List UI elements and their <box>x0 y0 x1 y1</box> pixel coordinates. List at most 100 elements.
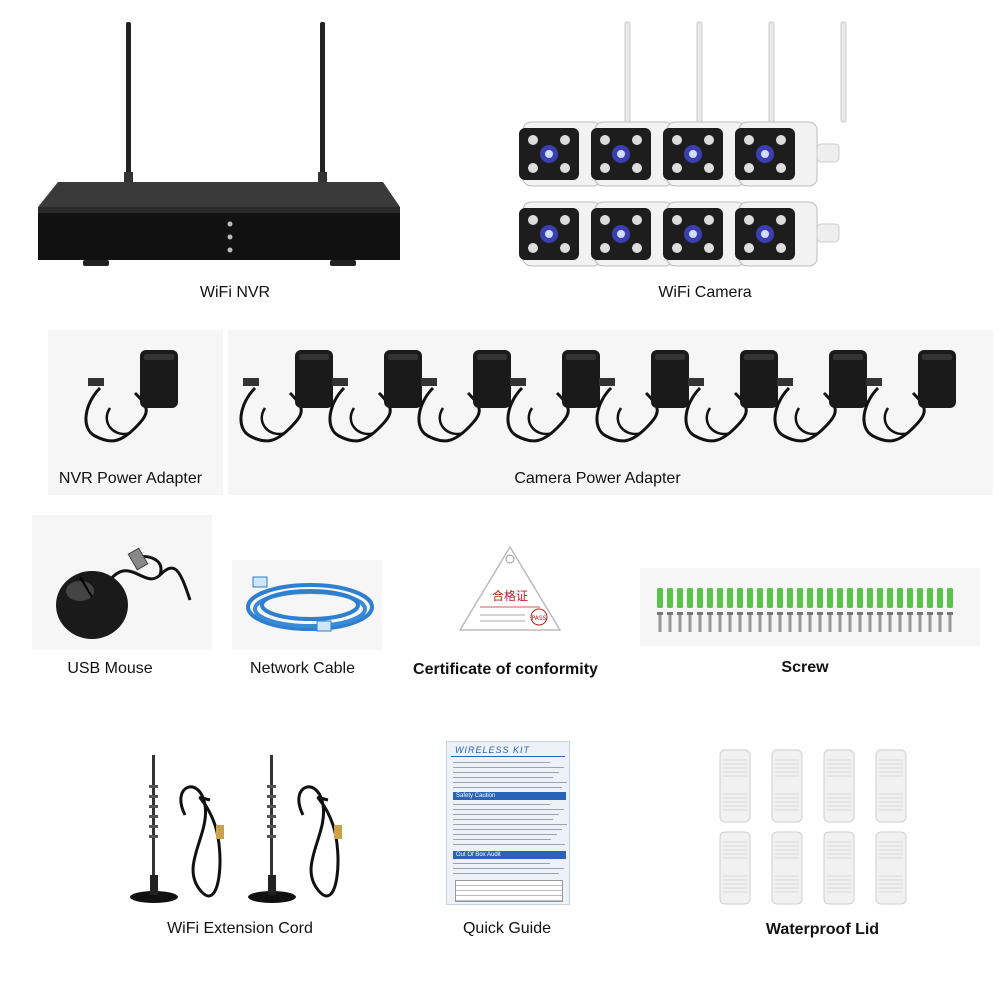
screw <box>948 614 952 632</box>
guide-text-line <box>453 782 568 783</box>
wall-anchor <box>867 588 873 608</box>
quick-guide-booklet: WIRELESS KIT Safety Caution Out Of Box A… <box>446 741 570 905</box>
camera-power-adapter <box>595 350 689 443</box>
wall-anchor <box>717 588 723 608</box>
screw <box>798 614 802 632</box>
camera-unit <box>591 201 674 267</box>
nvr-power-adapter <box>84 350 178 443</box>
camera-power-adapter-image <box>239 350 956 443</box>
guide-text-line <box>453 834 557 835</box>
guide-text-line <box>453 863 551 864</box>
wall-anchor <box>917 588 923 608</box>
certificate-tag-image: 合格证 PASS <box>458 545 562 631</box>
wall-anchor <box>927 588 933 608</box>
screw <box>728 614 732 632</box>
certificate-tag-text: 合格证 <box>492 588 528 603</box>
wall-anchor <box>677 588 683 608</box>
screw <box>778 614 782 632</box>
screw <box>668 614 672 632</box>
screw <box>718 614 722 632</box>
waterproof-lid <box>771 831 803 905</box>
camera-power-adapter <box>684 350 778 443</box>
guide-text-line <box>453 777 554 778</box>
screw <box>658 614 662 632</box>
certificate-pass-stamp: PASS <box>532 615 547 622</box>
wall-anchor <box>837 588 843 608</box>
screw-label: Screw <box>781 659 829 676</box>
waterproof-lid <box>875 749 907 823</box>
screw <box>708 614 712 632</box>
camera-unit <box>663 201 746 267</box>
waterproof-lid <box>823 749 855 823</box>
screw <box>938 614 942 632</box>
guide-text-line <box>453 844 566 845</box>
screw <box>818 614 822 632</box>
camera-unit <box>735 21 847 187</box>
network-cable-label: Network Cable <box>250 660 355 677</box>
waterproof-lids-image <box>719 749 907 905</box>
screw <box>878 614 882 632</box>
wall-anchor <box>857 588 863 608</box>
screw <box>898 614 902 632</box>
screws-image <box>657 588 953 632</box>
wifi-extension-cord-image <box>130 755 342 903</box>
wall-anchor <box>947 588 953 608</box>
screw <box>838 614 842 632</box>
wall-anchor <box>657 588 663 608</box>
nvr-power-label: NVR Power Adapter <box>58 470 203 487</box>
wall-anchor <box>897 588 903 608</box>
camera-power-label: Camera Power Adapter <box>514 470 681 487</box>
screw <box>748 614 752 632</box>
screw <box>848 614 852 632</box>
screw <box>768 614 772 632</box>
nvr-image <box>38 22 400 266</box>
guide-text-line <box>453 804 551 805</box>
wall-anchor <box>827 588 833 608</box>
wall-anchor <box>757 588 763 608</box>
screw <box>928 614 932 632</box>
guide-text-line <box>453 772 559 773</box>
screw <box>698 614 702 632</box>
wall-anchor <box>767 588 773 608</box>
screw <box>808 614 812 632</box>
wifi-cord-label: WiFi Extension Cord <box>167 920 313 937</box>
waterproof-lid <box>771 749 803 823</box>
usb-mouse-image <box>56 547 192 639</box>
guide-text-line <box>453 824 568 825</box>
wall-anchor <box>797 588 803 608</box>
camera-unit <box>519 21 631 187</box>
nvr-power-panel <box>48 330 223 495</box>
camera-power-adapter <box>773 350 867 443</box>
guide-text-line <box>453 809 565 810</box>
guide-text-line <box>453 814 559 815</box>
guide-section-audit: Out Of Box Audit <box>453 851 566 859</box>
wall-anchor <box>787 588 793 608</box>
screw <box>788 614 792 632</box>
screw <box>828 614 832 632</box>
camera-power-adapter <box>506 350 600 443</box>
camera-unit <box>735 201 840 267</box>
camera-unit <box>519 201 602 267</box>
quick-guide-label: Quick Guide <box>462 920 552 937</box>
certificate-label: Certificate of conformity <box>413 661 598 678</box>
wall-anchor <box>697 588 703 608</box>
nvr-power-adapter-image <box>84 350 178 443</box>
wall-anchor <box>667 588 673 608</box>
waterproof-lid <box>719 749 751 823</box>
wall-anchor <box>907 588 913 608</box>
guide-text-line <box>453 767 565 768</box>
camera-power-adapter <box>862 350 956 443</box>
guide-text-line <box>453 787 563 788</box>
wall-anchor <box>807 588 813 608</box>
guide-section-safety: Safety Caution <box>453 792 566 800</box>
camera-power-adapter <box>239 350 333 443</box>
camera-power-adapter <box>417 350 511 443</box>
mouse-label: USB Mouse <box>67 660 153 677</box>
guide-text-line <box>453 762 551 763</box>
camera-unit <box>591 21 703 187</box>
wall-anchor <box>737 588 743 608</box>
wall-anchor <box>727 588 733 608</box>
screw <box>758 614 762 632</box>
network-cable-image <box>246 576 374 632</box>
waterproof-lid <box>719 831 751 905</box>
